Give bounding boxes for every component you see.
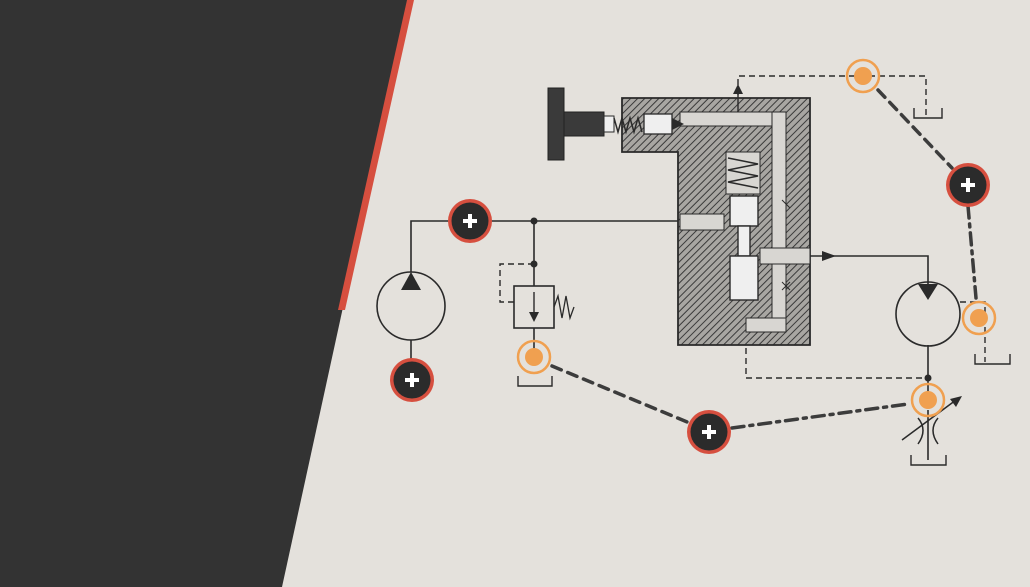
marker-links xyxy=(550,88,978,430)
pilot-head xyxy=(547,84,743,161)
dark-panel xyxy=(0,0,410,587)
throttle-symbol xyxy=(901,396,962,445)
link-hotspot-to-motor xyxy=(966,204,978,300)
tank-symbol xyxy=(910,455,947,466)
motor-pilot-marker[interactable] xyxy=(961,300,997,336)
pressure-line-hotspot[interactable] xyxy=(448,199,492,243)
valve-return-pilot xyxy=(745,338,928,379)
valve-drain-line xyxy=(737,75,927,118)
plus-icon xyxy=(463,214,477,228)
motor-symbol xyxy=(895,281,961,347)
valve-body xyxy=(621,97,811,346)
signal-line-hotspot[interactable] xyxy=(687,410,731,454)
tank-symbol xyxy=(974,354,1011,365)
tank-symbol xyxy=(517,376,553,387)
plus-icon xyxy=(702,425,716,439)
plus-icon xyxy=(405,373,419,387)
junction-dot xyxy=(530,217,538,225)
relief-valve-marker[interactable] xyxy=(516,339,552,375)
pressure-line xyxy=(410,220,685,272)
accent-stripe xyxy=(338,0,414,310)
relief-pilot-line xyxy=(499,263,534,303)
pilot-line-hotspot[interactable] xyxy=(946,163,990,207)
link-relief-to-hotspot xyxy=(550,364,694,426)
relief-valve-symbol xyxy=(513,285,575,329)
pump-symbol xyxy=(376,271,446,341)
pump-hotspot[interactable] xyxy=(390,358,434,402)
tank-symbol xyxy=(913,108,943,119)
plus-icon xyxy=(961,178,975,192)
throttle-marker[interactable] xyxy=(910,382,946,418)
link-drain-to-hotspot xyxy=(876,88,954,170)
arrow-out xyxy=(822,251,836,261)
link-hotspot-to-throttle xyxy=(730,402,910,430)
drain-marker[interactable] xyxy=(845,58,881,94)
outlet-line xyxy=(810,255,929,284)
tank-symbols xyxy=(517,108,1011,466)
